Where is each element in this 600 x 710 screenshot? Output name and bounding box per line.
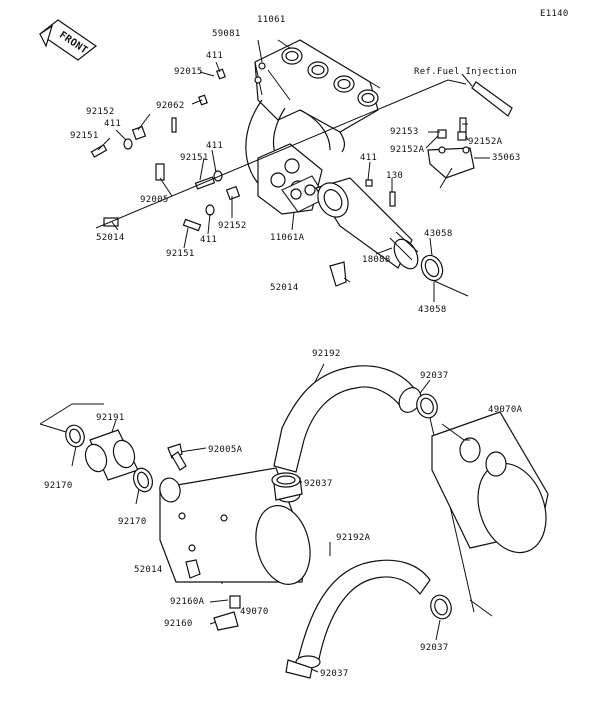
callout-35063: 35063: [492, 153, 521, 163]
clamp-92037-b: [271, 472, 301, 488]
callout-411: 411: [206, 141, 223, 151]
callout-92062: 92062: [156, 101, 185, 111]
bracket-35063: [427, 146, 475, 179]
callout-92037: 92037: [304, 479, 333, 489]
exhaust-pipe-18088: [315, 177, 419, 270]
callout-92153: 92153: [390, 127, 419, 137]
leader-lines-top: [95, 39, 490, 302]
fitting-52014-bottom: [185, 559, 201, 579]
callout-411: 411: [206, 51, 223, 61]
callout-130: 130: [386, 171, 403, 181]
callout-92015: 92015: [174, 67, 203, 77]
callout-92005a: 92005A: [208, 445, 243, 455]
callout-49070a: 49070A: [488, 405, 523, 415]
muffler-49070: [159, 467, 311, 585]
fitting-92005a: [167, 443, 187, 471]
hose-92192: [273, 365, 422, 473]
callout-92160a: 92160A: [170, 597, 205, 607]
callout-59081: 59081: [212, 29, 241, 39]
clamp-92170-left: [65, 424, 85, 448]
ref-fuel-injection-label: Ref.Fuel Injection: [414, 67, 517, 77]
callout-92152a: 92152A: [468, 137, 503, 147]
callout-43058: 43058: [424, 229, 453, 239]
callout-92160: 92160: [164, 619, 193, 629]
damper-92160a: [229, 595, 241, 609]
callout-92191: 92191: [96, 413, 125, 423]
resonator-49070a: [431, 411, 549, 554]
callout-411: 411: [200, 235, 217, 245]
exhaust-manifold: [245, 39, 381, 191]
clamp-92037-d: [285, 659, 313, 679]
callout-92151: 92151: [70, 131, 99, 141]
callout-92192: 92192: [312, 349, 341, 359]
callout-92037: 92037: [420, 371, 449, 381]
callout-411: 411: [104, 119, 121, 129]
callout-92151: 92151: [166, 249, 195, 259]
damper-92160: [213, 611, 239, 631]
callout-92192a: 92192A: [336, 533, 371, 543]
callout-18088: 18088: [362, 255, 391, 265]
callout-92170: 92170: [44, 481, 73, 491]
callout-49070: 49070: [240, 607, 269, 617]
callout-92037: 92037: [320, 669, 349, 679]
clamp-92037-c: [430, 594, 452, 620]
callout-411: 411: [360, 153, 377, 163]
hose-92192a: [295, 559, 431, 669]
diagram-code: E1140: [540, 9, 569, 19]
callout-92170: 92170: [118, 517, 147, 527]
front-arrow-icon: FRONT: [38, 19, 98, 61]
callout-92151: 92151: [180, 153, 209, 163]
gasket-11061a: [257, 143, 327, 215]
callout-92152a: 92152A: [390, 145, 425, 155]
callout-52014: 52014: [270, 283, 299, 293]
clamp-43058: [420, 254, 444, 282]
callout-43058: 43058: [418, 305, 447, 315]
callout-52014: 52014: [96, 233, 125, 243]
hose-92191: [84, 429, 139, 481]
callout-92152: 92152: [86, 107, 115, 117]
callout-11061a: 11061A: [270, 233, 305, 243]
callout-92005: 92005: [140, 195, 169, 205]
callout-92037: 92037: [420, 643, 449, 653]
callout-labels: 11061 59081 411 92015 92062 92152 411 92…: [44, 15, 523, 679]
callout-92152: 92152: [218, 221, 247, 231]
callout-52014: 52014: [134, 565, 163, 575]
callout-11061: 11061: [257, 15, 286, 25]
